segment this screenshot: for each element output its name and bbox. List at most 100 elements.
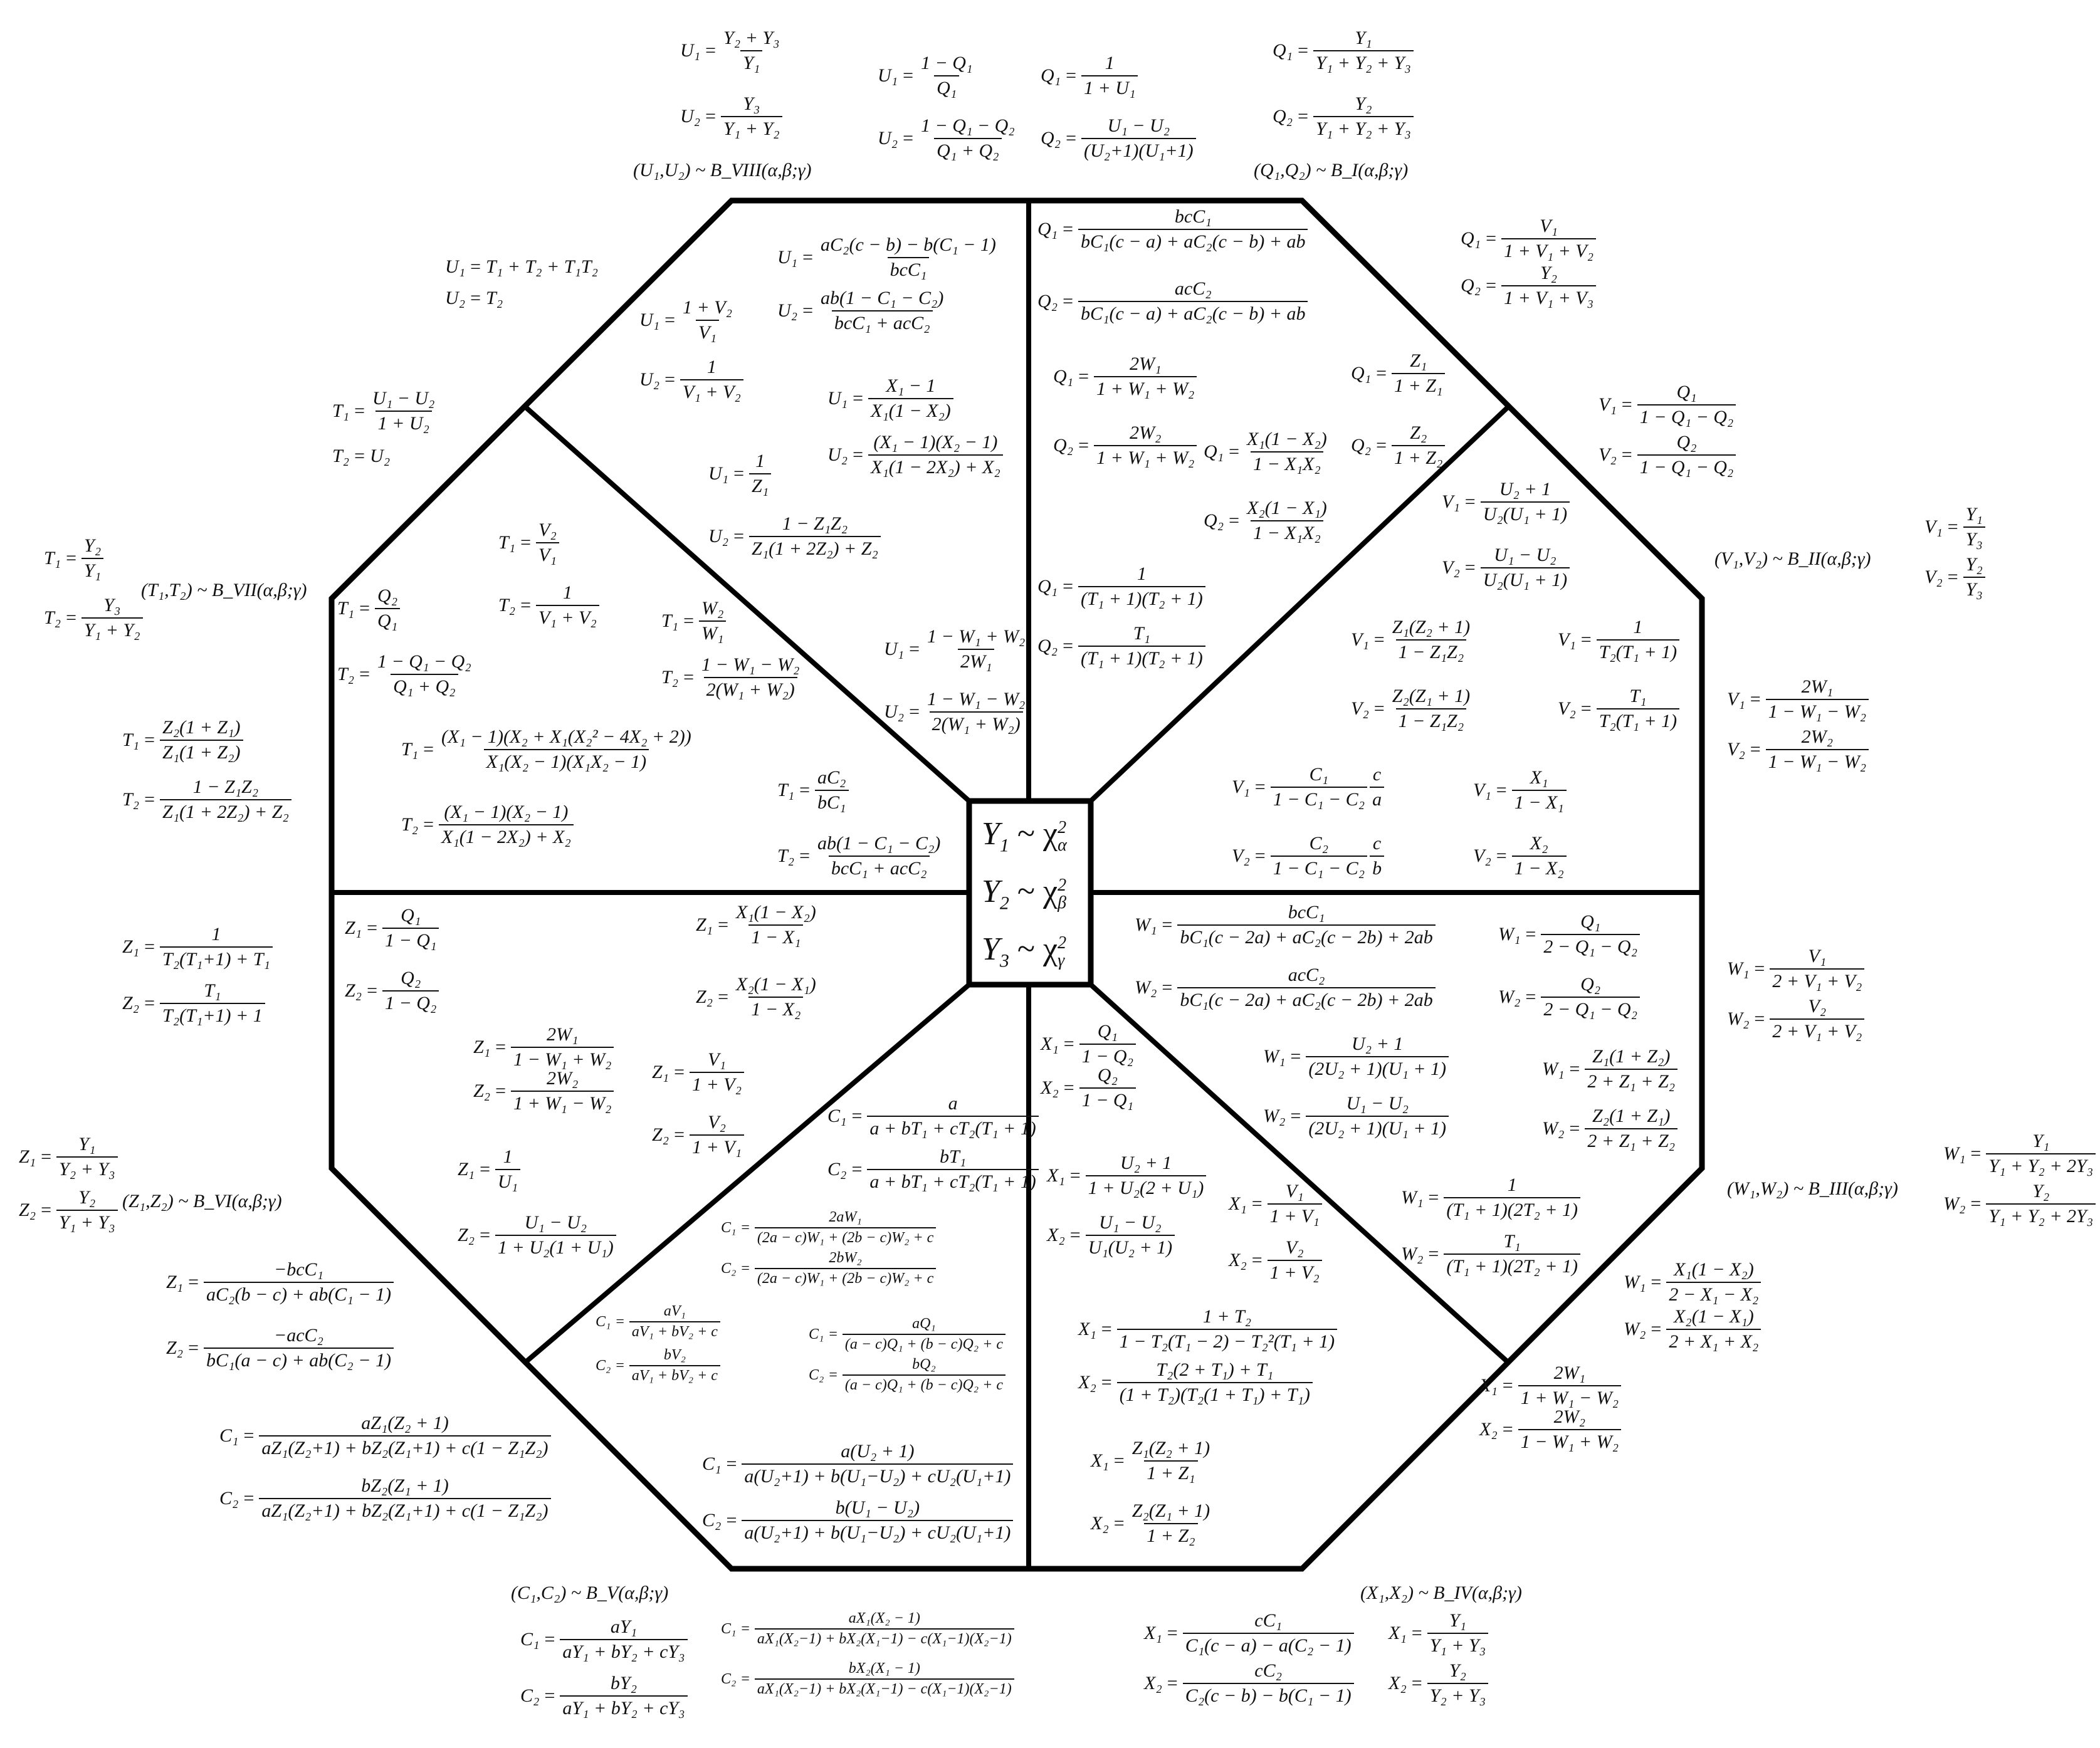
denominator: 1 + Z₂ xyxy=(1392,444,1446,468)
equals-sign: = xyxy=(41,1146,52,1167)
formula: X₁ = cC₁ C₁(c − a) − a(C₂ − 1) xyxy=(1144,1611,1354,1655)
equals-sign: = xyxy=(359,663,370,684)
numerator: 1 xyxy=(211,924,221,945)
formula-lhs: W₂ xyxy=(1542,1117,1565,1139)
formula-lhs: X₁ xyxy=(1041,1033,1059,1054)
formula-lhs: C₂ xyxy=(702,1509,722,1531)
formula-lhs: C₂ xyxy=(721,1670,737,1687)
formula: Q₁ = bcC₁ bC₁(c − a) + aC₂(c − b) + ab xyxy=(1037,207,1308,251)
denominator: 1 + U₂ xyxy=(375,410,432,434)
denominator: 1 − Q₁ − Q₂ xyxy=(1637,454,1736,478)
formula: U₁ = Y₂ + Y₃ Y₁ xyxy=(680,28,782,73)
fraction: 1 1 + U₁ xyxy=(1081,53,1138,98)
numerator: Y₁ xyxy=(1449,1610,1466,1631)
formula-lhs: V₂ xyxy=(1473,845,1491,866)
numerator: Y₂ xyxy=(1449,1660,1466,1681)
denominator: bcC₁ xyxy=(887,256,930,280)
formula: C₁ = aX₁(X₂ − 1) aX₁(X₂−1) + bX₂(X₁−1) −… xyxy=(721,1610,1014,1647)
equals-sign: = xyxy=(1502,1418,1513,1440)
formula-lhs: V₂ xyxy=(1599,444,1617,465)
formula-lhs: C₁ xyxy=(520,1628,540,1650)
formula: T₁ = Y₂ Y₁ xyxy=(44,536,104,580)
equals-sign: = xyxy=(1411,1672,1422,1693)
equals-sign: = xyxy=(616,1357,624,1374)
formula-lhs: Q₁ xyxy=(1351,362,1372,384)
equals-sign: = xyxy=(1486,228,1497,249)
formula-lhs: T₂ xyxy=(44,607,61,628)
fraction: aC₂ bC₁ xyxy=(815,768,849,812)
equals-sign: = xyxy=(1651,1271,1662,1292)
formula: X₁ = Y₁ Y₁ + Y₃ xyxy=(1389,1610,1489,1655)
denominator: Y₃ xyxy=(1963,526,1985,550)
equals-sign: = xyxy=(1496,779,1507,800)
denominator: U₂(U₁ + 1) xyxy=(1480,501,1570,525)
fraction: V₂ 1 + V₁ xyxy=(690,1112,745,1157)
equals-sign: = xyxy=(1373,698,1385,719)
equals-sign: = xyxy=(1428,1186,1439,1208)
formula: V₂ = Q₂ 1 − Q₁ − Q₂ xyxy=(1599,432,1736,477)
equals-sign: = xyxy=(423,738,434,760)
equals-sign: = xyxy=(1254,776,1266,797)
numerator: acC₂ xyxy=(1288,965,1325,985)
equals-sign: = xyxy=(520,531,532,553)
equals-sign: = xyxy=(243,1425,255,1446)
numerator: Z₂ xyxy=(1410,422,1427,443)
numerator: Y₁ xyxy=(78,1134,96,1154)
denominator: Z₁(1 + Z₂) xyxy=(160,739,243,763)
formula-lhs: V₁ xyxy=(1727,688,1745,709)
numerator: Q₂ xyxy=(401,968,421,988)
equals-sign: = xyxy=(1162,914,1173,935)
fraction: V₂ 2 + V₁ + V₂ xyxy=(1770,997,1865,1041)
numerator: Q₂ xyxy=(1676,432,1697,453)
denominator: X₁(X₂ − 1)(X₁X₂ − 1) xyxy=(483,748,649,772)
fraction: 1 − Q₁ − Q₂ Q₁ + Q₂ xyxy=(375,652,474,696)
denominator: a(U₂+1) + b(U₁−U₂) + cU₂(U₁+1) xyxy=(742,1519,1014,1543)
formula-lhs: X₁ xyxy=(1144,1622,1162,1643)
denominator: V₁ + V₂ xyxy=(536,604,599,628)
fraction: 1 + V₂ V₁ xyxy=(680,298,735,342)
formula-lhs: V₁ xyxy=(1473,779,1491,800)
fraction: U₁ − U₂ 1 + U₂(1 + U₁) xyxy=(495,1213,616,1257)
denominator: 1 + V₂ xyxy=(1267,1259,1322,1283)
equals-sign: = xyxy=(1525,986,1536,1007)
equals-sign: = xyxy=(1970,1193,1982,1214)
fraction: bT₁ a + bT₁ + cT₂(T₁ + 1) xyxy=(867,1147,1039,1191)
formula: T₂ = (X₁ − 1)(X₂ − 1) X₁(1 − 2X₂) + X₂ xyxy=(401,802,574,847)
formula-lhs: U₂ xyxy=(878,127,898,149)
fraction: Z₁(1 + Z₂) 2 + Z₁ + Z₂ xyxy=(1585,1046,1678,1091)
numerator: 2W₁ xyxy=(1553,1363,1586,1383)
formula: U₂ = 1 − Z₁Z₂ Z₁(1 + 2Z₂) + Z₂ xyxy=(708,514,881,558)
numerator: Z₁(1 + Z₂) xyxy=(1592,1046,1671,1067)
fraction: 2W₂ 1 + W₁ + W₂ xyxy=(1094,423,1197,468)
formula-lhs: W₂ xyxy=(1401,1243,1424,1264)
denominator: 1 + U₂(2 + U₁) xyxy=(1085,1175,1207,1198)
formula-lhs: Z₂ xyxy=(652,1124,669,1145)
equals-sign: = xyxy=(367,980,378,1001)
formula-lhs: Z₂ xyxy=(473,1080,491,1101)
distribution-label: (V₁,V₂) ~ B_II(α,β;γ) xyxy=(1714,548,1871,569)
denominator: X₁(1 − 2X₂) + X₂ xyxy=(868,454,1003,478)
formula: C₁ = a(U₂ + 1) a(U₂+1) + b(U₁−U₂) + cU₂(… xyxy=(702,1442,1014,1486)
fraction: 1 T₂(T₁ + 1) xyxy=(1596,617,1680,662)
distribution-label: (Z₁,Z₂) ~ B_VI(α,β;γ) xyxy=(122,1191,282,1212)
numerator: (X₁ − 1)(X₂ − 1) xyxy=(444,802,569,822)
formula: Q₂ = X₂(1 − X₁) 1 − X₁X₂ xyxy=(1204,498,1330,543)
fraction: Y₃ Y₁ + Y₂ xyxy=(81,595,143,640)
formula-lhs: V₂ xyxy=(1351,698,1369,719)
fraction: bV₂ aV₁ + bV₂ + c xyxy=(629,1347,720,1384)
denominator: a + bT₁ + cT₂(T₁ + 1) xyxy=(867,1115,1039,1139)
formula: Q₂ = U₁ − U₂ (U₂+1)(U₁+1) xyxy=(1041,116,1196,160)
numerator: X₁(1 − X₂) xyxy=(1247,429,1327,449)
formula: C₂ = bY₂ aY₁ + bY₂ + cY₃ xyxy=(520,1673,688,1718)
numerator: Y₂ xyxy=(78,1187,96,1208)
fraction: bcC₁ bC₁(c − a) + aC₂(c − b) + ab xyxy=(1078,207,1308,251)
formula: X₁ = Z₁(Z₂ + 1) 1 + Z₁ xyxy=(1091,1438,1212,1483)
formula-lhs: Z₂ xyxy=(345,980,362,1001)
formula-lhs: C₁ xyxy=(702,1453,722,1474)
formula-lhs: U₂ xyxy=(680,105,701,127)
numerator: Y₃ xyxy=(103,595,121,615)
fraction: Q₁ 1 − Q₁ − Q₂ xyxy=(1637,382,1736,427)
formula: Z₁ = 2W₁ 1 − W₁ + W₂ xyxy=(473,1025,614,1069)
equals-sign: = xyxy=(1063,1033,1074,1054)
